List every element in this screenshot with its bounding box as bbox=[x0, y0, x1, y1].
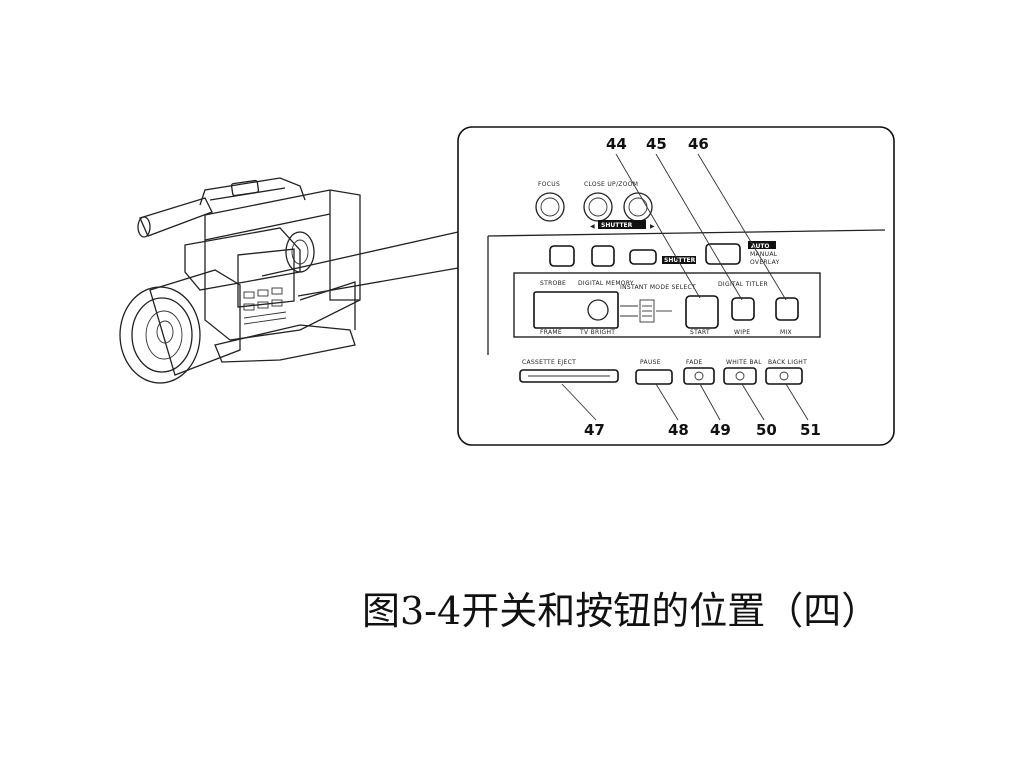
camcorder-illustration bbox=[119, 177, 361, 384]
fade-label: FADE bbox=[686, 359, 703, 366]
callout-44: 44 bbox=[606, 135, 627, 153]
middle-controls: STROBE DIGITAL MEMORY INSTANT MODE SELEC… bbox=[533, 280, 799, 336]
callout-46: 46 bbox=[688, 135, 709, 153]
close-up-label: CLOSE UP/ZOOM bbox=[584, 181, 638, 188]
svg-text:◀: ◀ bbox=[590, 223, 595, 230]
white-bal-button[interactable] bbox=[723, 367, 757, 385]
fade-button[interactable] bbox=[683, 367, 715, 385]
callout-47: 47 bbox=[584, 421, 605, 439]
callout-45: 45 bbox=[646, 135, 667, 153]
upper-button-2[interactable] bbox=[591, 245, 615, 267]
mode-button[interactable] bbox=[705, 243, 741, 265]
top-knobs: FOCUS CLOSE UP/ZOOM SHUTTER ◀ ▶ bbox=[535, 181, 655, 230]
tv-bright-label: TV BRIGHT bbox=[579, 329, 615, 336]
backlight-button[interactable] bbox=[765, 367, 803, 385]
svg-text:▶: ▶ bbox=[650, 223, 655, 230]
digital-memory-label: DIGITAL MEMORY bbox=[578, 280, 634, 287]
strobe-label: STROBE bbox=[540, 280, 566, 287]
zoom-lines bbox=[261, 231, 459, 297]
mix-button[interactable] bbox=[775, 297, 799, 321]
upper-button-1[interactable] bbox=[549, 245, 575, 267]
memory-slider[interactable] bbox=[533, 291, 619, 329]
figure-caption: 图3-4开关和按钮的位置（四） bbox=[362, 589, 880, 633]
bottom-controls: CASSETTE EJECT PAUSE FADE WHITE BAL BACK… bbox=[519, 359, 807, 385]
pause-label: PAUSE bbox=[640, 359, 661, 366]
mix-label: MIX bbox=[780, 329, 792, 336]
auto-label: AUTO bbox=[751, 243, 770, 250]
callout-numbers: 44 45 46 47 48 49 50 51 bbox=[584, 135, 821, 439]
manual-label: MANUAL bbox=[750, 251, 778, 258]
instant-mode-label: INSTANT MODE SELECT bbox=[620, 284, 696, 291]
pause-button[interactable] bbox=[635, 369, 673, 385]
callout-49: 49 bbox=[710, 421, 731, 439]
callout-51: 51 bbox=[800, 421, 821, 439]
focus-label: FOCUS bbox=[538, 181, 560, 188]
start-label: START bbox=[690, 329, 710, 336]
shutter-small-label: SHUTTER bbox=[664, 257, 696, 264]
upper-button-3[interactable] bbox=[629, 249, 657, 265]
frame-label: FRAME bbox=[540, 329, 562, 336]
backlight-label: BACK LIGHT bbox=[768, 359, 807, 366]
control-panel: FOCUS CLOSE UP/ZOOM SHUTTER ◀ ▶ SHUTTER … bbox=[457, 126, 895, 446]
leader-lines bbox=[561, 153, 809, 421]
overlay-label: OVERLAY bbox=[750, 259, 780, 266]
upper-buttons: SHUTTER AUTO MANUAL OVERLAY bbox=[549, 241, 780, 267]
cassette-eject-label: CASSETTE EJECT bbox=[522, 359, 576, 366]
callout-50: 50 bbox=[756, 421, 777, 439]
digital-titler-label: DIGITAL TITLER bbox=[718, 281, 768, 288]
callout-48: 48 bbox=[668, 421, 689, 439]
shutter-label: SHUTTER bbox=[601, 222, 633, 229]
start-button[interactable] bbox=[685, 295, 719, 329]
wipe-button[interactable] bbox=[731, 297, 755, 321]
wipe-label: WIPE bbox=[734, 329, 750, 336]
white-bal-label: WHITE BAL bbox=[726, 359, 762, 366]
